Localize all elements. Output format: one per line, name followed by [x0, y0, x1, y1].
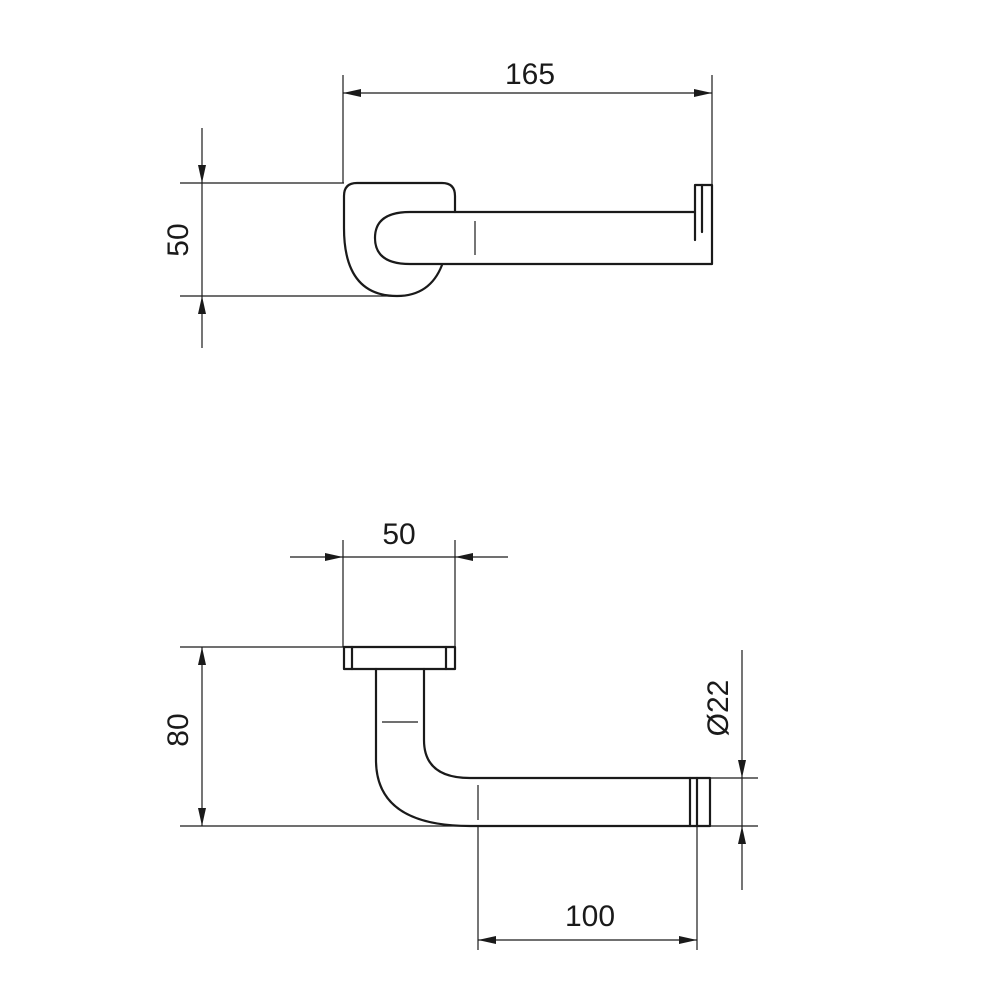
- arrow-50f-right: [455, 553, 473, 561]
- front-view: 50 80 Ø22 100: [162, 518, 758, 950]
- dim-label-165: 165: [505, 58, 555, 91]
- dim-label-22: Ø22: [702, 680, 735, 737]
- arrow-50v-bottom: [198, 296, 206, 314]
- arrow-50f-left: [325, 553, 343, 561]
- dim-label-50-front: 50: [382, 518, 415, 551]
- top-arm: [373, 183, 714, 266]
- arrow-165-left: [343, 89, 361, 97]
- arrow-22-top: [738, 760, 746, 778]
- dim-label-80: 80: [162, 713, 195, 746]
- arrow-165-right: [694, 89, 712, 97]
- dim-label-50-vertical: 50: [162, 223, 195, 256]
- arrow-80-top: [198, 647, 206, 665]
- arrow-50v-top: [198, 165, 206, 183]
- arrow-100-right: [679, 936, 697, 944]
- top-arm-tip-detail: [693, 183, 704, 242]
- dim-label-100: 100: [565, 900, 615, 933]
- arrow-80-bottom: [198, 808, 206, 826]
- arrow-22-bottom: [738, 826, 746, 844]
- front-base-plate: [342, 645, 457, 671]
- front-bent-tube: [374, 667, 699, 828]
- front-tube-end-cap: [695, 776, 712, 828]
- top-wall-plate: [342, 181, 457, 298]
- top-view: 165 50: [162, 58, 714, 348]
- arrow-100-left: [478, 936, 496, 944]
